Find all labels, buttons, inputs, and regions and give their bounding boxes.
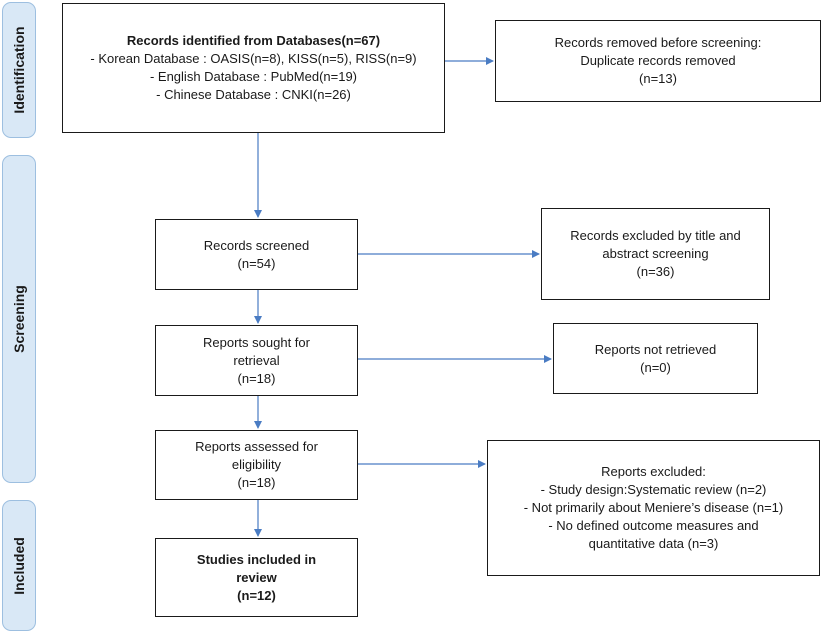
reports-excluded-line-1: Reports excluded:: [601, 464, 706, 479]
screened-line-2: (n=54): [237, 255, 276, 271]
assessed-line-2: eligibility: [231, 457, 282, 472]
included-line-1: Studies included in: [196, 551, 317, 567]
reports-excluded-line-2: - Study design:Systematic review (n=2): [540, 482, 767, 497]
removed-line-1: Records removed before screening:: [554, 35, 762, 50]
identified-line-english: - English Database : PubMed(n=19): [149, 69, 358, 84]
box-reports-excluded: Reports excluded: - Study design:Systema…: [487, 440, 820, 576]
included-line-2: review: [236, 569, 277, 585]
box-records-removed: Records removed before screening: Duplic…: [495, 20, 821, 102]
excluded-title-line-2: abstract screening: [602, 246, 709, 261]
assessed-line-1: Reports assessed for: [195, 439, 318, 454]
excluded-title-line-1: Records excluded by title and: [570, 228, 741, 243]
identified-line-korean: - Korean Database : OASIS(n=8), KISS(n=5…: [90, 51, 417, 66]
sought-line-1: Reports sought for: [203, 334, 310, 350]
included-line-3: (n=12): [237, 587, 276, 603]
box-reports-not-retrieved: Reports not retrieved (n=0): [553, 323, 758, 394]
box-reports-sought: Reports sought for retrieval (n=18): [155, 325, 358, 396]
not-retrieved-line-2: (n=0): [640, 359, 671, 375]
removed-line-3: (n=13): [639, 71, 677, 86]
identified-line-chinese: - Chinese Database : CNKI(n=26): [156, 87, 351, 102]
screened-line-1: Records screened: [203, 237, 310, 253]
box-reports-assessed: Reports assessed for eligibility (n=18): [155, 430, 358, 500]
phase-identification: Identification: [2, 2, 36, 138]
not-retrieved-line-1: Reports not retrieved: [594, 341, 717, 357]
phase-screening: Screening: [2, 155, 36, 483]
assessed-line-3: (n=18): [237, 475, 276, 490]
sought-line-2: retrieval: [233, 352, 280, 368]
excluded-title-line-3: (n=36): [636, 264, 675, 279]
identified-title: Records identified from Databases(n=67): [126, 33, 381, 48]
box-records-identified: Records identified from Databases(n=67) …: [62, 3, 445, 133]
reports-excluded-line-3: - Not primarily about Meniere’s disease …: [523, 500, 784, 515]
sought-line-3: (n=18): [237, 370, 276, 386]
reports-excluded-line-5: quantitative data (n=3): [588, 536, 719, 551]
removed-line-2: Duplicate records removed: [580, 53, 736, 68]
box-studies-included: Studies included in review (n=12): [155, 538, 358, 617]
box-records-screened: Records screened (n=54): [155, 219, 358, 290]
reports-excluded-line-4: - No defined outcome measures and: [548, 518, 759, 533]
box-records-excluded-title: Records excluded by title and abstract s…: [541, 208, 770, 300]
phase-included: Included: [2, 500, 36, 631]
